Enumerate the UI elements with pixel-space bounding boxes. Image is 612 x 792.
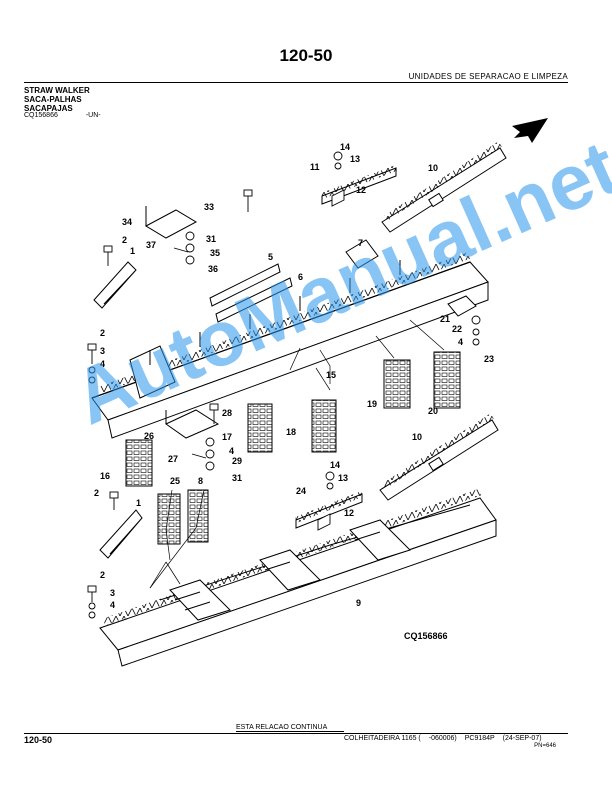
svg-text:14: 14 [330,460,340,470]
svg-text:24: 24 [296,486,306,496]
svg-text:29: 29 [232,456,242,466]
footer-date: (24-SEP-07) [502,735,542,742]
footer-pn: PN=646 [534,743,556,749]
svg-text:13: 13 [350,154,360,164]
svg-text:12: 12 [344,508,354,518]
side-rail-top [381,141,507,233]
title-spanish: SACAPAJAS [24,104,73,113]
svg-text:36: 36 [208,264,218,274]
bottom-divider [24,733,568,734]
footer-model: COLHEITADEIRA 1165 ( [344,735,421,742]
svg-text:2: 2 [94,488,99,498]
svg-text:5: 5 [268,252,273,262]
svg-text:18: 18 [286,427,296,437]
direction-arrow-icon [512,118,548,143]
callout-labels: 2 1 33 34 37 31 35 36 5 6 7 14 13 11 12 … [94,142,494,610]
svg-text:34: 34 [122,217,132,227]
leader-lines [149,319,445,589]
svg-text:35: 35 [210,248,220,258]
side-rail-bottom [379,413,499,501]
svg-text:15: 15 [326,370,336,380]
svg-text:7: 7 [358,238,363,248]
svg-text:31: 31 [206,234,216,244]
straw-walker-upper [91,251,489,439]
page-number-top: 120-50 [279,46,333,65]
svg-text:31: 31 [232,473,242,483]
svg-text:3: 3 [100,346,105,356]
svg-text:23: 23 [484,354,494,364]
svg-text:4: 4 [229,446,234,456]
title-english: STRAW WALKER [24,86,90,95]
catalog-reference: CQ156866 -UN- [24,112,101,119]
continue-label: ESTA RELACAO CONTINUA [236,724,328,731]
grate-panels [125,351,461,545]
svg-text:13: 13 [338,473,348,483]
svg-text:37: 37 [146,240,156,250]
svg-text:4: 4 [100,359,105,369]
footer-catalog: PC9184P [464,735,495,742]
svg-text:12: 12 [356,185,366,195]
svg-text:19: 19 [367,399,377,409]
svg-text:6: 6 [298,272,303,282]
svg-text:3: 3 [110,588,115,598]
toothed-plates [209,165,398,529]
svg-text:16: 16 [100,471,110,481]
svg-text:9: 9 [356,598,361,608]
title-portuguese: SACA-PALHAS [24,95,82,104]
svg-text:28: 28 [222,408,232,418]
fasteners [87,151,481,619]
svg-text:21: 21 [440,314,450,324]
svg-text:25: 25 [170,476,180,486]
footer-info: COLHEITADEIRA 1165 ( -060006) PC9184P (2… [344,735,548,742]
catalog-number: CQ156866 [24,112,58,119]
svg-text:20: 20 [428,406,438,416]
svg-text:8: 8 [198,476,203,486]
svg-text:22: 22 [452,324,462,334]
footer-serial: -060006) [428,735,457,742]
svg-text:10: 10 [428,163,438,173]
svg-text:2: 2 [100,328,105,338]
svg-text:10: 10 [412,432,422,442]
svg-text:27: 27 [168,454,178,464]
svg-text:14: 14 [340,142,350,152]
svg-text:1: 1 [136,498,141,508]
svg-text:33: 33 [204,202,214,212]
continue-underline [236,731,344,732]
svg-text:26: 26 [144,431,154,441]
svg-text:4: 4 [110,600,115,610]
section-title: UNIDADES DE SEPARACAO E LIMPEZA [408,72,568,81]
svg-text:4: 4 [458,337,463,347]
svg-text:11: 11 [310,162,320,172]
title-block: STRAW WALKER SACA-PALHAS SACAPAJAS [24,86,90,113]
figure-label: CQ156866 [404,631,448,641]
svg-text:1: 1 [130,246,135,256]
straw-walker-lower [99,488,497,667]
page-number-bottom: 120-50 [24,735,53,745]
unit-label: -UN- [85,112,101,119]
svg-text:2: 2 [100,570,105,580]
svg-text:2: 2 [122,235,127,245]
svg-text:17: 17 [222,432,232,442]
brackets [93,206,477,559]
top-divider [24,82,568,83]
